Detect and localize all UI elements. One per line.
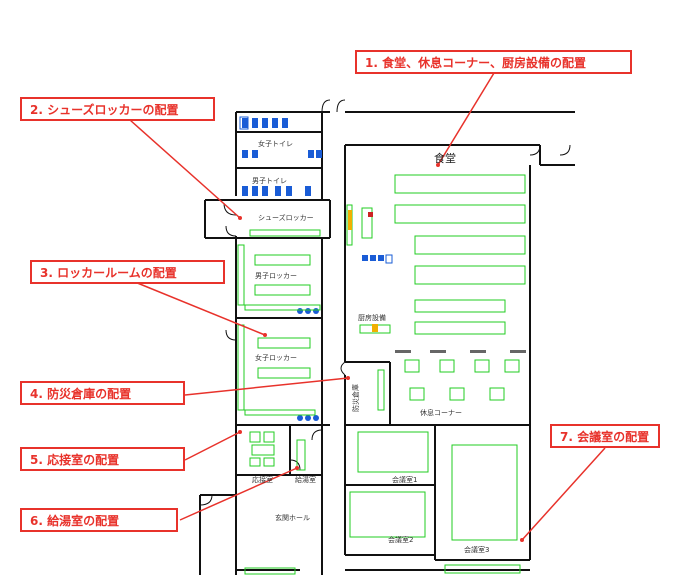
- room-pantry: 給湯室: [295, 475, 316, 484]
- pointers: [129, 72, 606, 541]
- toilet-fixtures: [242, 118, 384, 421]
- walls: [199, 111, 575, 575]
- rest-counters: [395, 350, 526, 353]
- room-entrance-hall: 玄関ホール: [275, 513, 310, 522]
- callout-reception: 5. 応接室の配置: [20, 447, 185, 471]
- callout-locker-room: 3. ロッカールームの配置: [30, 260, 225, 284]
- room-meeting3: 会議室3: [464, 545, 489, 554]
- callout-shoe-locker: 2. シューズロッカーの配置: [20, 97, 215, 121]
- room-meeting2: 会議室2: [388, 535, 413, 544]
- callout-meeting-room: 7. 会議室の配置: [550, 424, 660, 448]
- room-kitchen: 厨房設備: [358, 313, 386, 322]
- room-meeting1: 会議室1: [392, 475, 417, 484]
- room-womens-toilet: 女子トイレ: [258, 139, 293, 148]
- room-rest-corner: 休息コーナー: [420, 408, 462, 417]
- fixtures-outline: [239, 116, 393, 264]
- room-cafeteria: 食堂: [434, 151, 456, 165]
- callout-pantry: 6. 給湯室の配置: [20, 508, 178, 532]
- pointer-tips: [238, 163, 524, 542]
- doors: [199, 99, 571, 506]
- room-mens-locker: 男子ロッカー: [255, 272, 297, 280]
- callout-disaster-storage: 4. 防災倉庫の配置: [20, 381, 185, 405]
- room-womens-locker: 女子ロッカー: [255, 353, 297, 362]
- callout-cafeteria: 1. 食堂、休息コーナー、厨房設備の配置: [355, 50, 632, 74]
- kitchen-red: [368, 212, 373, 217]
- room-shoe-locker: シューズロッカー: [258, 213, 314, 222]
- furniture: [237, 174, 526, 575]
- room-mens-toilet: 男子トイレ: [252, 177, 287, 185]
- room-reception: 応接室: [252, 475, 273, 484]
- kitchen-equipment: [348, 210, 378, 332]
- room-disaster-storage: 防災倉庫: [351, 384, 360, 412]
